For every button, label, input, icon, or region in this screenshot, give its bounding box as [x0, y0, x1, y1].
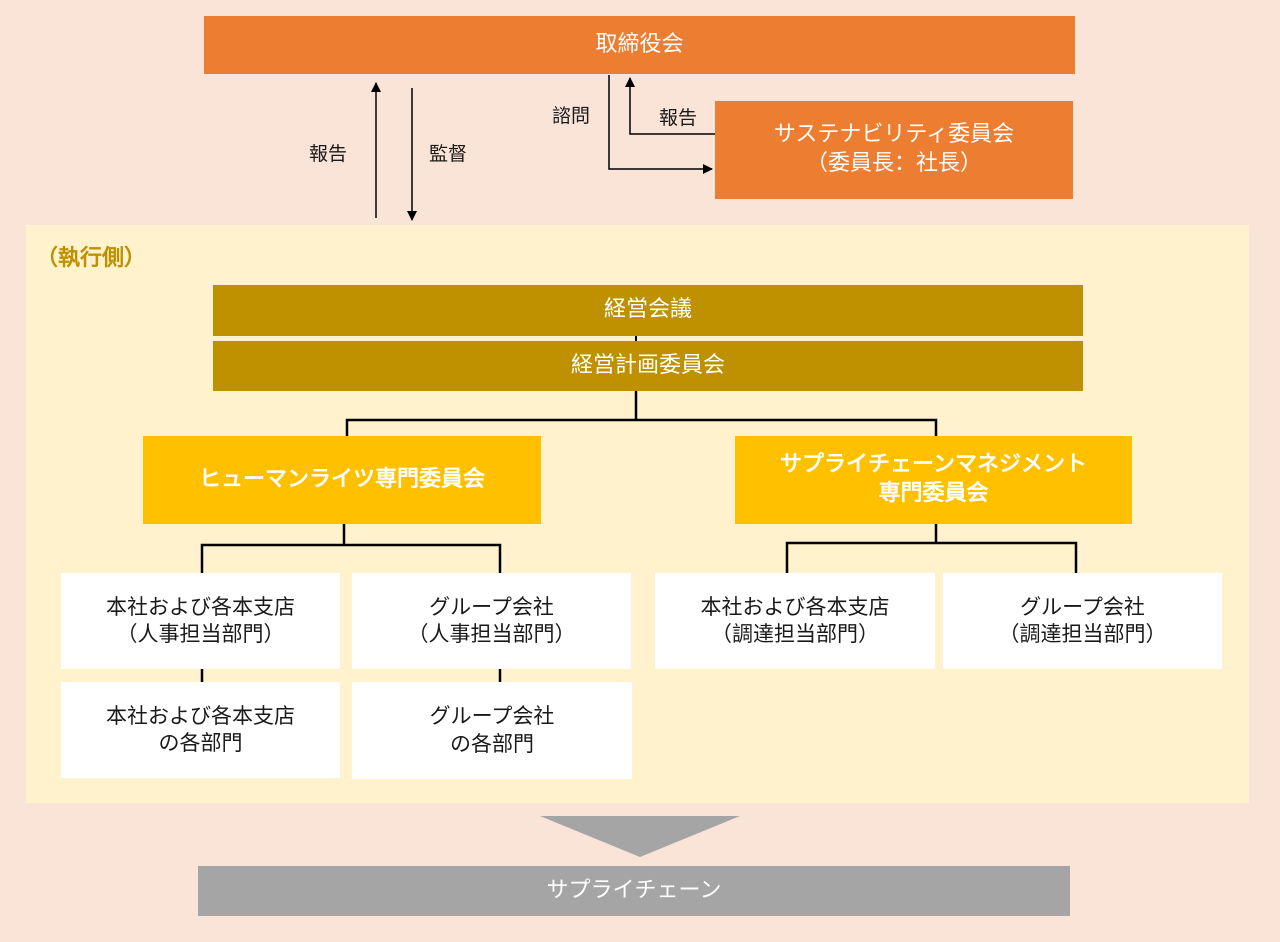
unit-line: グループ会社: [1020, 594, 1145, 619]
flow-down-triangle: [540, 816, 740, 857]
sustainability-committee: サステナビリティ委員会 （委員長：社長）: [715, 101, 1073, 199]
unit-line: の各部門: [450, 731, 534, 756]
planning-committee-label: 経営計画委員会: [570, 352, 725, 378]
management-meeting-label: 経営会議: [603, 297, 692, 323]
group-companies-procurement-unit: グループ会社 （調達担当部門）: [943, 573, 1222, 669]
board-of-directors: 取締役会: [204, 16, 1075, 74]
group-companies-hr-unit: グループ会社 （人事担当部門）: [352, 573, 631, 669]
supply-chain-box: サプライチェーン: [198, 866, 1070, 916]
report-label-right: 報告: [659, 107, 698, 129]
management-meeting: 経営会議: [213, 285, 1083, 336]
scm-committee-line1: サプライチェーンマネジメント: [780, 452, 1087, 478]
unit-line: 本社および各本支店: [700, 594, 890, 619]
unit-line: （調達担当部門）: [711, 622, 879, 646]
unit-line: （人事担当部門）: [116, 622, 285, 646]
unit-line: グループ会社: [429, 594, 554, 619]
human-rights-committee-label: ヒューマンライツ専門委員会: [198, 466, 485, 492]
group-companies-departments-unit: グループ会社 の各部門: [352, 682, 632, 779]
supervise-label: 監督: [429, 143, 468, 165]
sustainability-report-arrow: [625, 77, 715, 135]
executive-side-label: （執行側）: [36, 246, 147, 271]
supply-chain-label: サプライチェーン: [546, 877, 722, 903]
management-planning-committee: 経営計画委員会: [213, 341, 1083, 391]
supply-chain-management-committee: サプライチェーンマネジメント 専門委員会: [735, 436, 1132, 524]
unit-line: 本社および各本支店: [106, 594, 295, 619]
unit-line: （人事担当部門）: [407, 622, 576, 646]
unit-line: グループ会社: [429, 704, 555, 729]
consult-arrow: [608, 75, 713, 174]
consult-label: 諮問: [552, 105, 591, 127]
board-label: 取締役会: [595, 31, 684, 57]
unit-line: （調達担当部門）: [998, 622, 1167, 646]
unit-line: の各部門: [158, 731, 243, 755]
unit-line: 本社および各本支店: [106, 703, 295, 728]
sustainability-chair: （委員長：社長）: [805, 151, 982, 176]
hq-branches-hr-unit: 本社および各本支店 （人事担当部門）: [61, 573, 340, 669]
report-label-left: 報告: [309, 143, 348, 165]
sustainability-title: サステナビリティ委員会: [773, 122, 1015, 148]
scm-committee-line2: 専門委員会: [878, 481, 989, 506]
human-rights-committee: ヒューマンライツ専門委員会: [143, 436, 541, 524]
hq-branches-departments-unit: 本社および各本支店 の各部門: [61, 682, 340, 778]
hq-branches-procurement-unit: 本社および各本支店 （調達担当部門）: [655, 573, 935, 669]
